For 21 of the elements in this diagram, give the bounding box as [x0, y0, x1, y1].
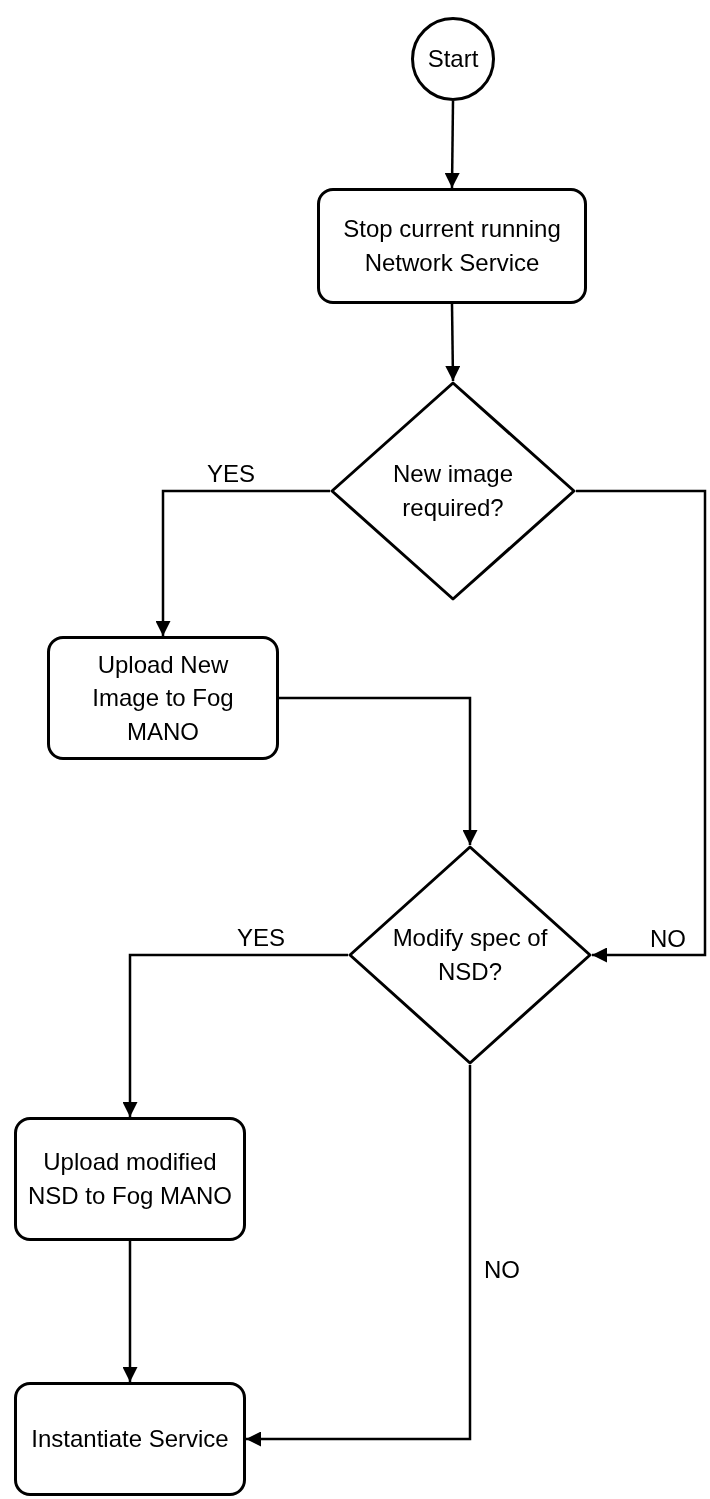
node-label: Stop current running Network Service: [342, 214, 562, 278]
node-label: New image required?: [391, 459, 514, 523]
arrow: [445, 304, 461, 381]
node-label: Instantiate Service: [30, 1424, 230, 1455]
node-label: Start: [426, 44, 480, 75]
arrow: [246, 1065, 472, 1447]
arrow: [279, 696, 478, 845]
node-label: Upload New Image to Fog MANO: [91, 649, 235, 747]
arrow: [122, 953, 348, 1117]
process-box: [317, 188, 587, 304]
decision-diamond: [330, 381, 576, 601]
arrow: [122, 1241, 138, 1382]
process-box: [47, 636, 279, 760]
process-box: [14, 1382, 246, 1496]
decision-diamond: [348, 845, 592, 1065]
arrow: [155, 489, 330, 636]
node-label: Modify spec of NSD?: [391, 923, 549, 987]
process-box: [14, 1117, 246, 1241]
arrow: [576, 489, 707, 963]
arrow: [444, 101, 460, 188]
node-label: Upload modified NSD to Fog MANO: [26, 1147, 233, 1211]
